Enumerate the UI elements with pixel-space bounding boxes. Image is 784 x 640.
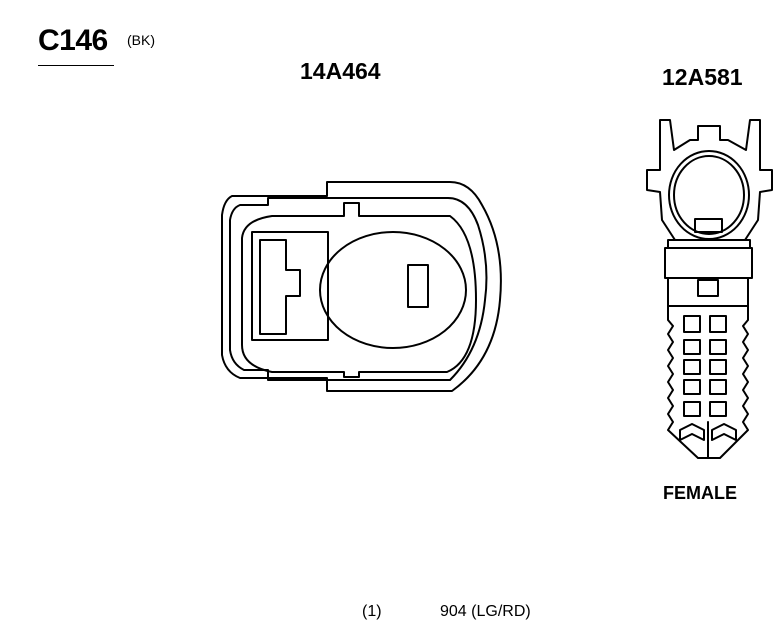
pin-cavity <box>683 315 701 333</box>
connector-12a581-side-view <box>646 119 773 459</box>
connector-14a464-face-view <box>221 181 502 392</box>
pin-cavity-chevron <box>679 423 705 441</box>
title-underline <box>38 65 114 66</box>
connector-collar <box>664 247 753 279</box>
collar-notch <box>697 279 719 297</box>
inner-housing <box>229 197 488 381</box>
pin-cavity <box>709 359 727 375</box>
gender-label: FEMALE <box>663 483 737 503</box>
pin-number: (1) <box>362 603 382 620</box>
pin-cavity <box>709 401 727 417</box>
connector-neck <box>667 239 751 249</box>
right-part-number: 12A581 <box>662 64 743 90</box>
connector-head <box>646 119 773 241</box>
pin-cavity <box>709 339 727 355</box>
pin-cavity <box>709 315 727 333</box>
pin-cavity <box>683 359 701 375</box>
pin-cavity <box>683 379 701 395</box>
mating-face <box>241 202 477 378</box>
connector-id: C146 <box>38 24 108 57</box>
latch-tab <box>259 239 301 335</box>
terminal-slot <box>407 264 429 308</box>
collar-band <box>667 277 749 307</box>
connector-color-code: (BK) <box>127 32 155 48</box>
latch-block <box>251 231 329 341</box>
outer-housing <box>221 181 502 392</box>
pin-cavity <box>709 379 727 395</box>
pin-cavity <box>683 339 701 355</box>
pin-cavity-chevron <box>711 423 737 441</box>
terminal-cavity-oval <box>319 231 467 349</box>
wire-circuit-color: 904 (LG/RD) <box>440 603 531 620</box>
head-oval-inner <box>673 155 745 235</box>
head-terminal-slot <box>694 218 723 233</box>
pin-cavity <box>683 401 701 417</box>
ribbed-body <box>667 305 749 459</box>
head-oval <box>668 150 750 240</box>
left-part-number: 14A464 <box>300 58 381 84</box>
